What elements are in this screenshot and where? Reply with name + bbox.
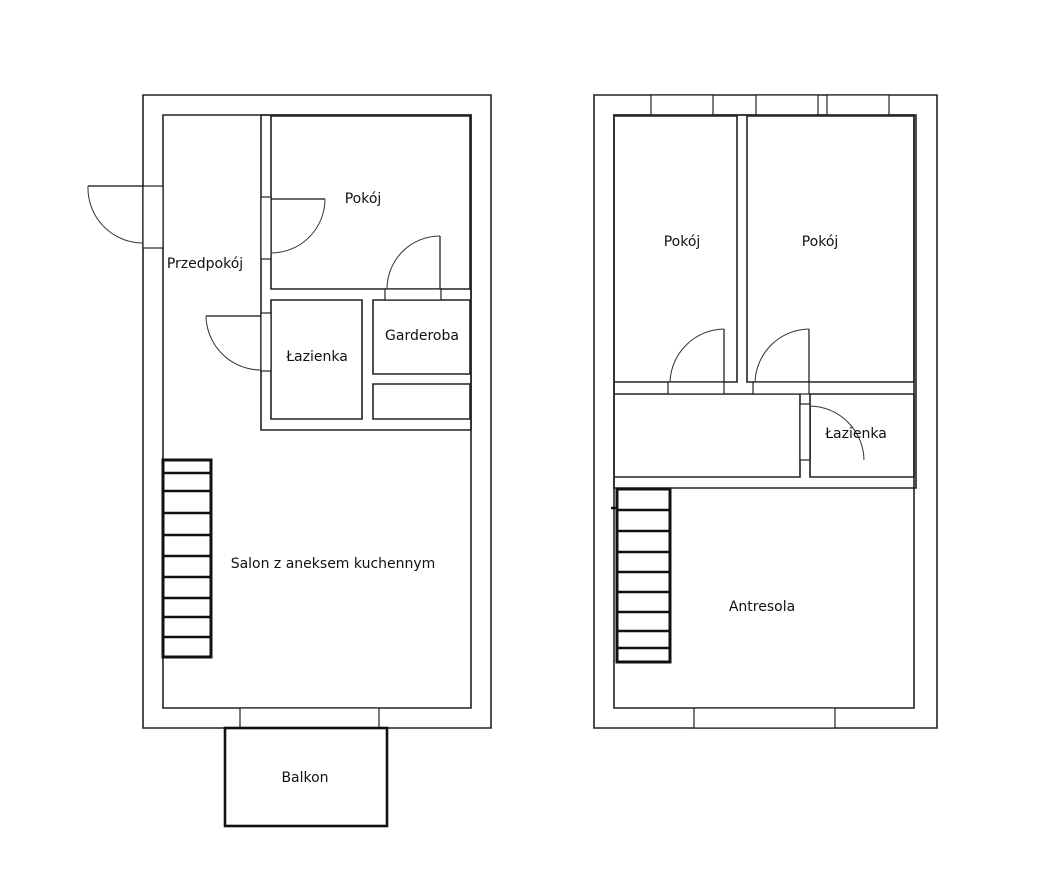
label-bathroom-floor-1: Łazienka (285, 349, 348, 365)
floor-1-wardrobe-door-arc (386, 235, 441, 290)
floor-2-bedroom-left-door-arc (669, 328, 725, 383)
floor-1-bathroom-door-arc (205, 315, 262, 371)
floor-1-plan: Przedpokój Pokój Łazienka Garderoba Salo… (87, 94, 492, 828)
label-bathroom-floor-2: Łazienka (824, 426, 887, 442)
floor-1-entrance-opening (142, 185, 164, 249)
floor-2-bedroom-right-door-opening (752, 381, 810, 395)
floor-1-bedroom-door-arc (270, 198, 326, 254)
floor-2-staircase (611, 487, 672, 664)
label-bedroom-left-floor-2: Pokój (664, 234, 701, 250)
label-bedroom-floor-1: Pokój (345, 191, 382, 207)
label-entrance-hall: Przedpokój (167, 256, 243, 272)
floor-2-bathroom-door-arc (809, 405, 865, 461)
floor-1-bedroom-door-opening (260, 196, 272, 260)
label-bedroom-right-floor-2: Pokój (802, 234, 839, 250)
floor-2-bedroom-right-door-arc (754, 328, 810, 383)
floor-2-bathroom-door-opening (799, 403, 811, 461)
floor-2-bottom-window (693, 707, 836, 729)
floor-2-window-2 (755, 94, 819, 116)
floor-2-interior-wall (613, 114, 917, 489)
floor-2-window-1 (650, 94, 714, 116)
floor-1-bottom-window (239, 707, 380, 729)
floor-1-staircase (161, 458, 213, 659)
floor-2-window-3 (826, 94, 890, 116)
floor-2-plan: Pokój Pokój Łazienka Antresola (593, 94, 938, 729)
label-living-room: Salon z aneksem kuchennym (231, 556, 436, 572)
floor-1-balcony (223, 726, 389, 828)
floor-1-entrance-door-arc (87, 185, 144, 244)
label-balcony: Balkon (281, 770, 328, 786)
floor-1-wardrobe-door-opening (384, 288, 442, 301)
label-mezzanine: Antresola (729, 599, 795, 615)
floor-2-bedroom-left-door-opening (667, 381, 725, 395)
floor-1-interior-wall (260, 114, 472, 431)
floor-1-bathroom-door-opening (260, 312, 272, 372)
label-wardrobe: Garderoba (385, 328, 459, 344)
